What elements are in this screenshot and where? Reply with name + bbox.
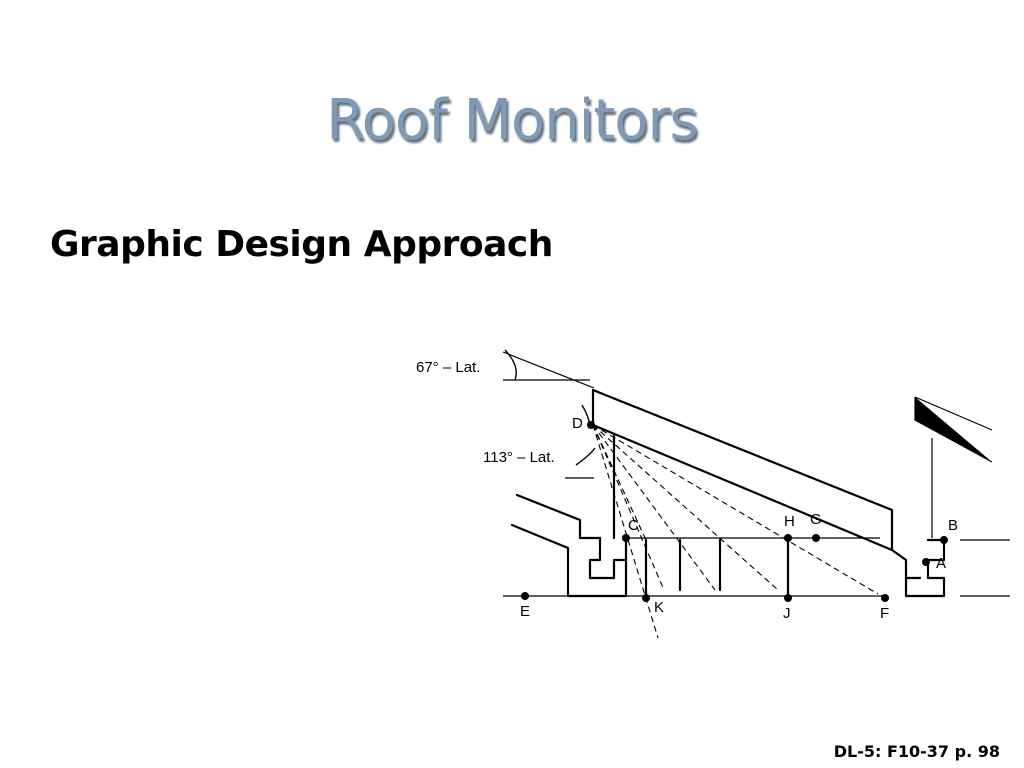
point-label-b: B: [948, 517, 958, 534]
point-label-k: K: [654, 599, 664, 616]
angle-label-upper: 67° – Lat.: [416, 359, 480, 376]
point-label-h: H: [784, 513, 795, 530]
point-label-e: E: [520, 603, 530, 620]
point-label-a: A: [936, 555, 946, 572]
angle-label-lower: 113° – Lat.: [483, 449, 555, 466]
left-roof-upper: [515, 493, 602, 540]
slide-title: Roof Monitors: [326, 88, 698, 153]
point-label-c: C: [628, 517, 639, 534]
point-label-f: F: [880, 605, 889, 622]
point-label-g: G: [810, 511, 822, 528]
point-label-d: D: [572, 415, 583, 432]
point-label-j: J: [783, 605, 791, 622]
left-roof-lower: [510, 523, 628, 598]
left-beam: [588, 536, 628, 580]
slide-subtitle: Graphic Design Approach: [50, 224, 553, 265]
source-citation: DL-5: F10-37 p. 98: [833, 742, 1000, 761]
roof-monitor-diagram: 67° – Lat. 113° – Lat. D C E K H G J F B…: [416, 349, 1010, 639]
